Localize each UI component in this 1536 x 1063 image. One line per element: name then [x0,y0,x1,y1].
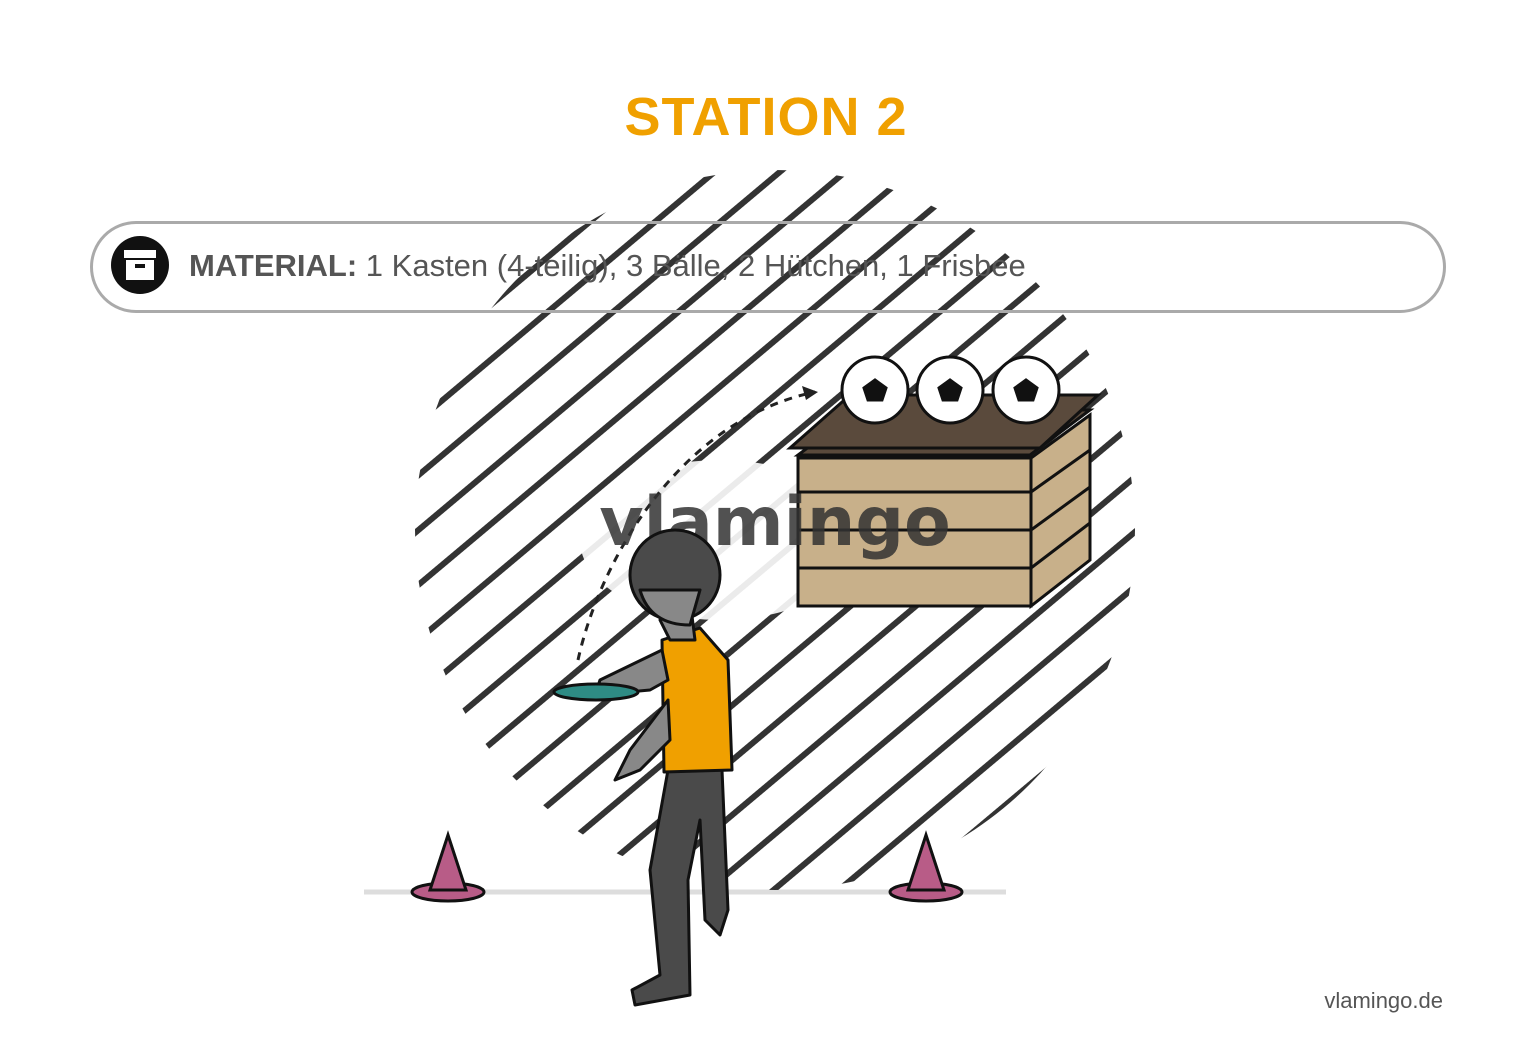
material-items: 1 Kasten (4-teilig), 3 Bälle, 2 Hütchen,… [365,248,1026,283]
cone-icon [888,830,964,903]
person-throwing-frisbee [552,528,734,1007]
arrow-head-icon [802,386,818,400]
frisbee-icon [552,682,640,702]
page-title: STATION 2 [624,87,908,147]
material-bar: MATERIAL: 1 Kasten (4-teilig), 3 Bälle, … [90,221,1446,313]
footer-website: vlamingo.de [1324,988,1443,1013]
material-label: MATERIAL: [189,248,358,283]
material-text: MATERIAL: 1 Kasten (4-teilig), 3 Bälle, … [189,248,1026,284]
archive-box-icon [111,236,169,294]
throw-trajectory [576,390,816,661]
cone-icon [410,830,486,903]
balls [840,355,1061,425]
